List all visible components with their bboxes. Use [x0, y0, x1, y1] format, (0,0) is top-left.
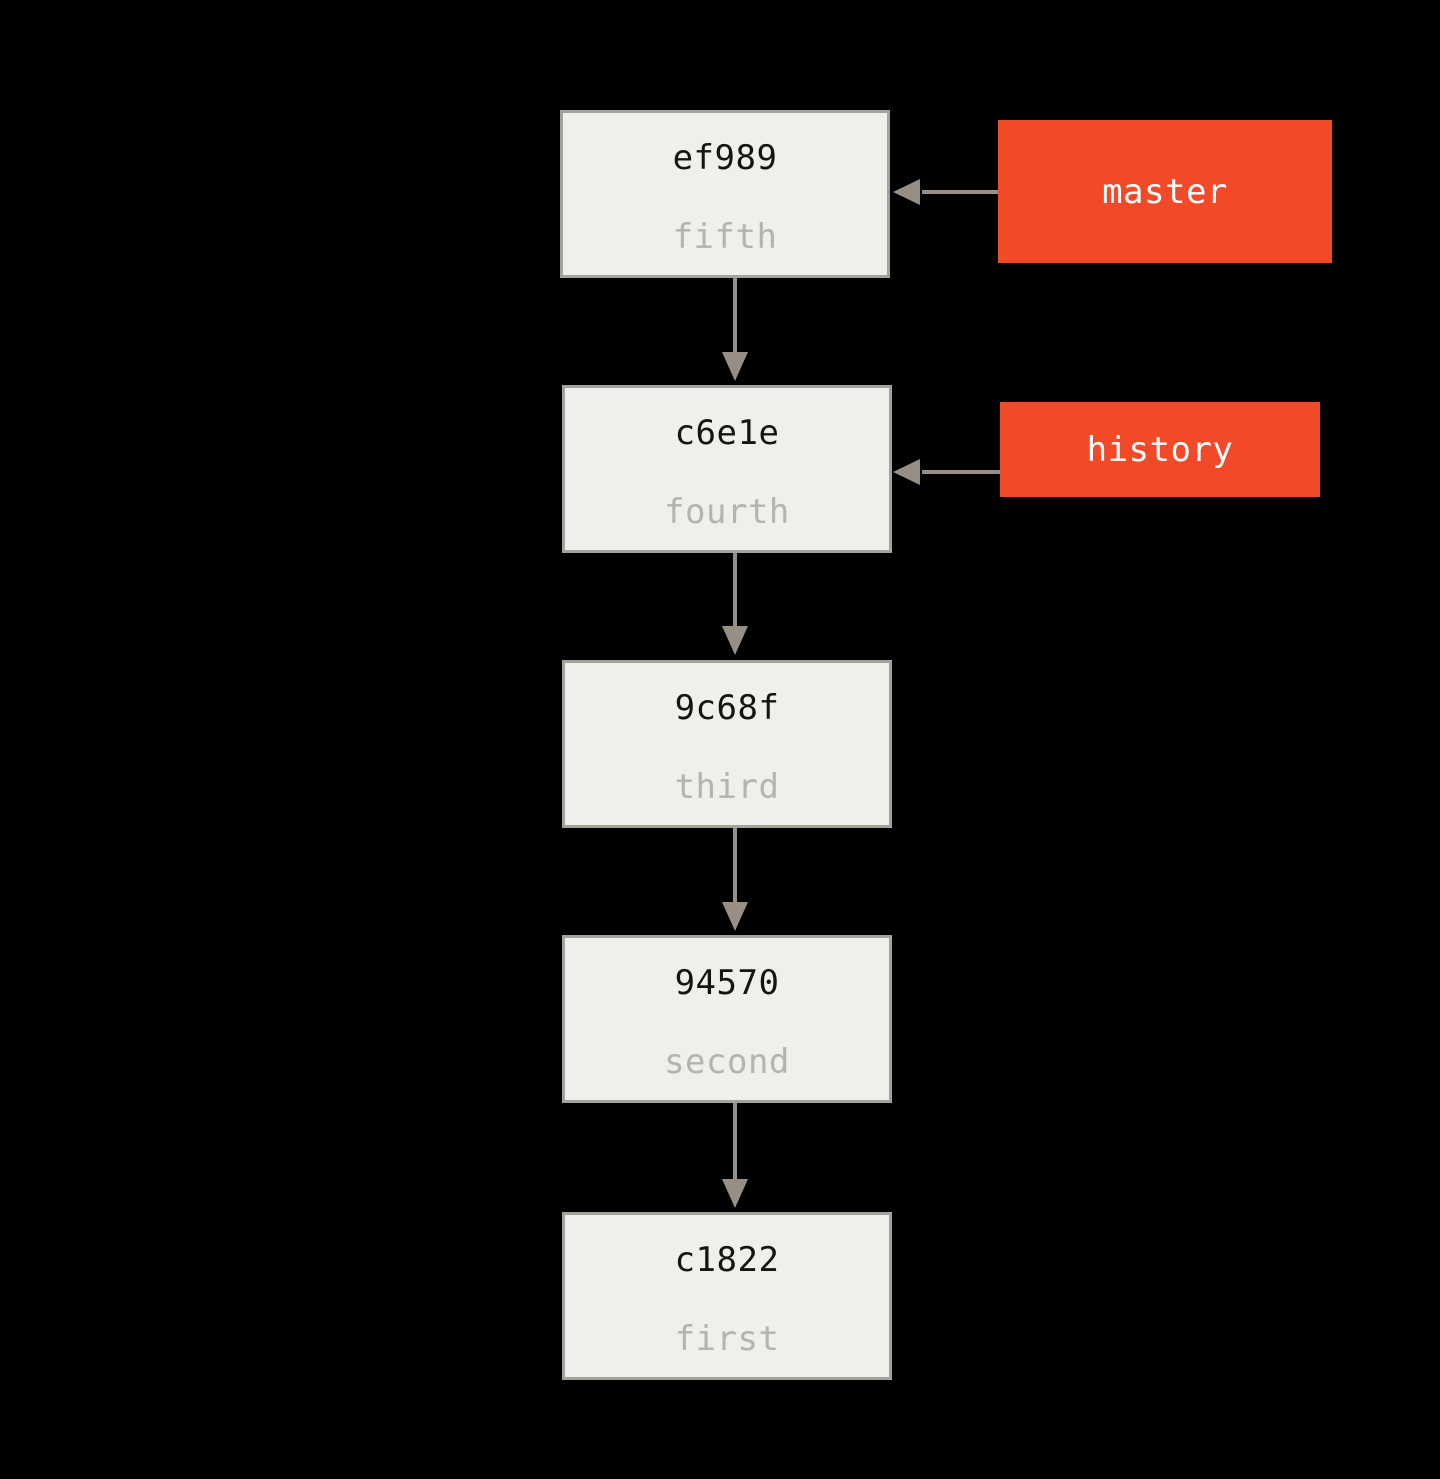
commit-hash: 94570	[674, 963, 780, 1003]
commit-message: first	[674, 1319, 780, 1359]
commit-hash: 9c68f	[674, 688, 780, 728]
edge-history-to-c6e1e	[893, 459, 1000, 485]
commit-hash: c1822	[674, 1240, 780, 1280]
branch-label-history[interactable]: history	[1000, 402, 1320, 497]
commit-message: fourth	[664, 492, 790, 532]
commit-node-94570[interactable]: 94570 second	[562, 935, 892, 1103]
edge-master-to-ef989	[893, 179, 998, 205]
commit-message: fifth	[672, 217, 778, 257]
branch-label-text: master	[1102, 171, 1228, 212]
edge-ef989-to-c6e1e	[722, 278, 748, 381]
commit-node-c1822[interactable]: c1822 first	[562, 1212, 892, 1380]
commit-node-9c68f[interactable]: 9c68f third	[562, 660, 892, 828]
branch-label-master[interactable]: master	[998, 120, 1332, 263]
commit-message: second	[664, 1042, 790, 1082]
commit-message: third	[674, 767, 780, 807]
edge-94570-to-c1822	[722, 1103, 748, 1208]
commit-node-ef989[interactable]: ef989 fifth	[560, 110, 890, 278]
branch-label-text: history	[1086, 429, 1234, 470]
edge-9c68f-to-94570	[722, 828, 748, 931]
edge-c6e1e-to-9c68f	[722, 553, 748, 655]
commit-node-c6e1e[interactable]: c6e1e fourth	[562, 385, 892, 553]
commit-hash: ef989	[672, 138, 778, 178]
commit-hash: c6e1e	[674, 413, 780, 453]
